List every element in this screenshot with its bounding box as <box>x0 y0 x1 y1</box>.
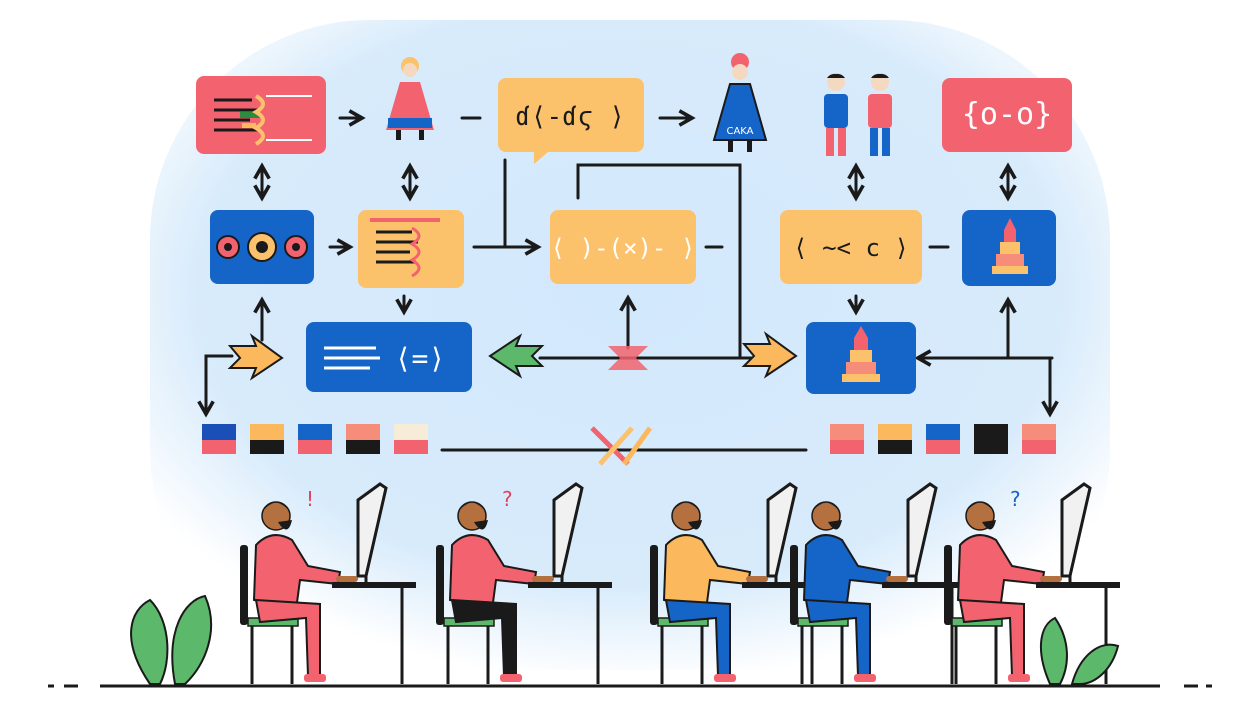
flags-left <box>202 424 428 454</box>
temple-icon <box>992 218 1028 274</box>
flag-swatch <box>346 424 380 454</box>
flag-swatch <box>974 424 1008 454</box>
loop-line <box>576 163 770 360</box>
person-mark: ? <box>1010 487 1021 511</box>
node-mid-yellow-right: ⟨ ~< c ⟩ <box>780 210 922 284</box>
folk-costume-figure-icon <box>386 57 434 140</box>
green-arrow-icon <box>488 333 545 379</box>
crossed-tools-icon <box>590 346 653 466</box>
flag-swatch <box>202 424 236 454</box>
person-at-desk: ? <box>436 482 612 684</box>
lines-icon <box>324 346 380 370</box>
doll-label: CAKA <box>726 126 753 137</box>
arrow-right-down <box>1006 356 1059 418</box>
flag-swatch <box>830 424 864 454</box>
plant-right-icon <box>1039 616 1120 685</box>
temple-icon <box>842 326 880 382</box>
node-mid-yellow-left <box>358 210 464 288</box>
woven-pattern-icon <box>214 94 312 146</box>
flag-swatch <box>926 424 960 454</box>
two-people-icon <box>824 73 892 156</box>
person-at-desk <box>650 482 826 684</box>
node-glyph: ⟨ )-(×)- ⟩ <box>551 234 696 262</box>
person-mark: ! <box>306 487 314 511</box>
node-top-right-pink: {o-o} <box>942 78 1072 152</box>
node-glyph: ɗ⟨-ɗϛ ⟩ <box>515 102 625 132</box>
folk-costume-figure-icon: CAKA <box>712 53 768 152</box>
flag-swatch <box>298 424 332 454</box>
arrow-left-down <box>197 354 234 418</box>
woven-pattern-icon <box>370 218 440 278</box>
flag-swatch <box>250 424 284 454</box>
people-row: !?? <box>240 482 1120 684</box>
flag-swatch <box>878 424 912 454</box>
node-top-yellow: ɗ⟨-ɗϛ ⟩ <box>498 78 644 164</box>
orange-arrow-right-icon <box>741 331 798 379</box>
person-at-desk: ! <box>240 482 416 684</box>
node-bottom-blue-wide: ⟨=⟩ <box>306 322 472 392</box>
orange-arrow-icon <box>227 333 284 381</box>
plant-left-icon <box>130 594 213 685</box>
person-mark: ? <box>502 487 513 511</box>
flags-right <box>830 424 1056 454</box>
node-mid-blue-left <box>210 210 314 284</box>
node-mid-blue-right <box>962 210 1056 286</box>
node-glyph: ⟨=⟩ <box>395 342 446 375</box>
ornament-pattern-icon <box>216 232 308 262</box>
flag-swatch <box>394 424 428 454</box>
node-top-pink <box>196 76 326 154</box>
flag-swatch <box>1022 424 1056 454</box>
person-at-desk <box>790 482 966 684</box>
node-glyph: ⟨ ~< c ⟩ <box>793 234 909 262</box>
node-bottom-blue-right <box>806 322 916 394</box>
node-mid-yellow-center: ⟨ )-(×)- ⟩ <box>550 210 696 284</box>
connectors <box>197 109 1059 452</box>
background-glow <box>150 20 1110 670</box>
node-glyph: {o-o} <box>962 97 1052 132</box>
person-at-desk: ? <box>944 482 1120 684</box>
